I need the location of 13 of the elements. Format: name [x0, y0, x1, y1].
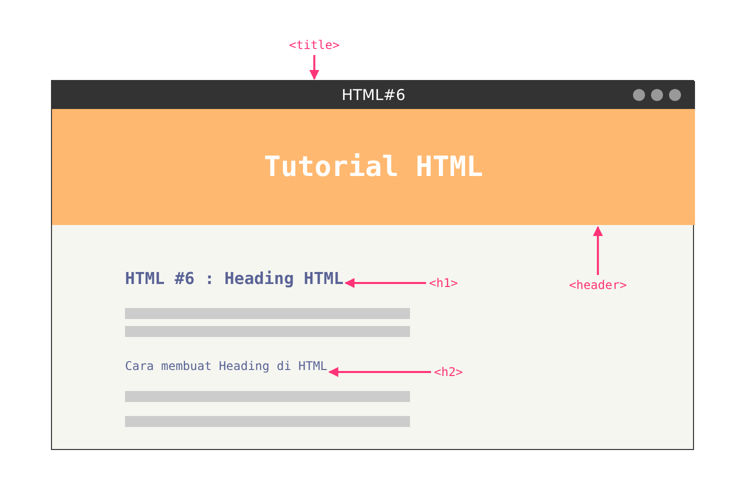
browser-window [51, 80, 694, 450]
arrow [309, 55, 320, 80]
heading: HTML #6 : Heading HTML [125, 269, 344, 288]
annotation-label: <header> [569, 278, 627, 292]
title-bar: HTML#6 [52, 81, 695, 109]
arrow [592, 226, 603, 275]
annotation-label: <title> [289, 38, 340, 52]
header-banner: Tutorial HTML [52, 109, 695, 225]
arrow [328, 367, 431, 377]
arrow [344, 278, 426, 288]
annotation-label: <h2> [434, 365, 463, 379]
subheading: Cara membuat Heading di HTML [125, 359, 328, 373]
annotation-label: <h1> [429, 276, 458, 290]
